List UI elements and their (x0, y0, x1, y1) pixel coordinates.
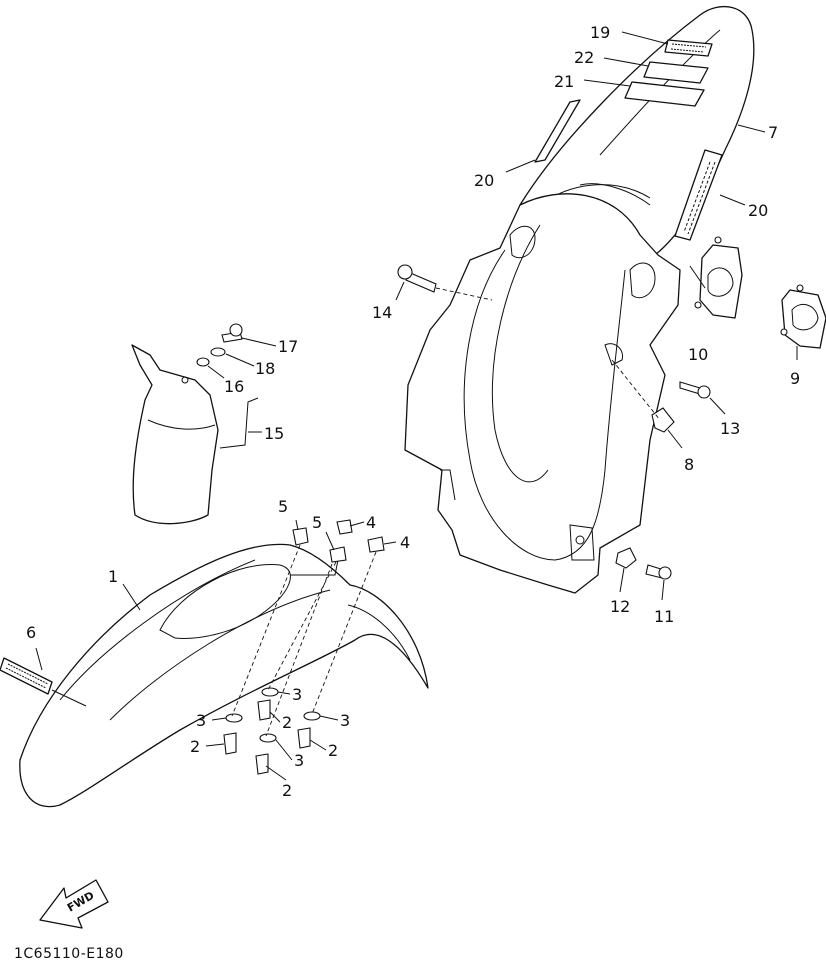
callout-6: 6 (26, 623, 36, 642)
callout-9: 9 (790, 369, 800, 388)
assembly-lines (231, 287, 661, 737)
bolt-14 (397, 264, 437, 293)
callout-3c: 3 (340, 711, 350, 730)
callout-20-left: 20 (474, 171, 494, 190)
washer-3c (303, 711, 321, 721)
callout-3d: 3 (294, 751, 304, 770)
collar-16 (196, 357, 210, 367)
leader-lines (35, 31, 798, 707)
callout-8: 8 (684, 455, 694, 474)
bolt-2a (223, 732, 237, 755)
callout-19: 19 (590, 23, 610, 42)
callout-20-right: 20 (748, 201, 768, 220)
decal-22 (643, 61, 709, 84)
washer-18 (210, 347, 226, 357)
callout-1: 1 (108, 567, 118, 586)
bolt-2b (257, 699, 271, 721)
washer-3a (225, 713, 243, 723)
bracket-10 (694, 236, 743, 319)
fwd-arrow: FWD (39, 879, 109, 929)
callout-2b: 2 (190, 737, 200, 756)
grommet-4a (336, 519, 353, 535)
callout-17: 17 (278, 337, 298, 356)
callout-15: 15 (264, 424, 284, 443)
callout-2c: 2 (328, 741, 338, 760)
nut-8 (651, 407, 675, 433)
callout-5a: 5 (278, 497, 288, 516)
bolt-2c (297, 727, 311, 749)
bolt-17 (221, 323, 243, 343)
hardware-leaders (205, 691, 339, 781)
callout-3b: 3 (196, 711, 206, 730)
diagram-code: 1C65110-E180 (14, 946, 124, 962)
callout-12: 12 (610, 597, 630, 616)
callout-16: 16 (224, 377, 244, 396)
bolt-13 (679, 381, 711, 399)
decal-20-right (674, 149, 723, 241)
callout-7: 7 (768, 123, 778, 142)
callout-2a: 2 (282, 713, 292, 732)
collar-5b (329, 546, 347, 563)
callout-18: 18 (255, 359, 275, 378)
callout-4a: 4 (366, 513, 376, 532)
bolt-2d (255, 753, 269, 775)
callout-22: 22 (574, 48, 594, 67)
callout-10: 10 (688, 345, 708, 364)
callout-14: 14 (372, 303, 392, 322)
callout-2d: 2 (282, 781, 292, 800)
washer-3b (261, 687, 279, 697)
decal-20-left (534, 99, 581, 163)
nut-12 (615, 547, 637, 569)
decal-19 (664, 39, 713, 57)
mud-flap (131, 344, 219, 525)
bracket-9 (780, 284, 826, 349)
decal-6 (0, 657, 53, 695)
washer-3d (259, 733, 277, 743)
callouts: 1 6 19 22 21 7 20 20 14 10 9 13 8 17 18 … (26, 23, 800, 800)
collar-5a (292, 527, 309, 546)
front-fender (19, 543, 429, 808)
bolt-11 (645, 564, 672, 580)
callout-11: 11 (654, 607, 674, 626)
callout-4b: 4 (400, 533, 410, 552)
callout-5b: 5 (312, 513, 322, 532)
callout-3a: 3 (292, 685, 302, 704)
callout-13: 13 (720, 419, 740, 438)
grommet-4b (367, 536, 385, 553)
decal-21 (624, 81, 705, 107)
callout-21: 21 (554, 72, 574, 91)
